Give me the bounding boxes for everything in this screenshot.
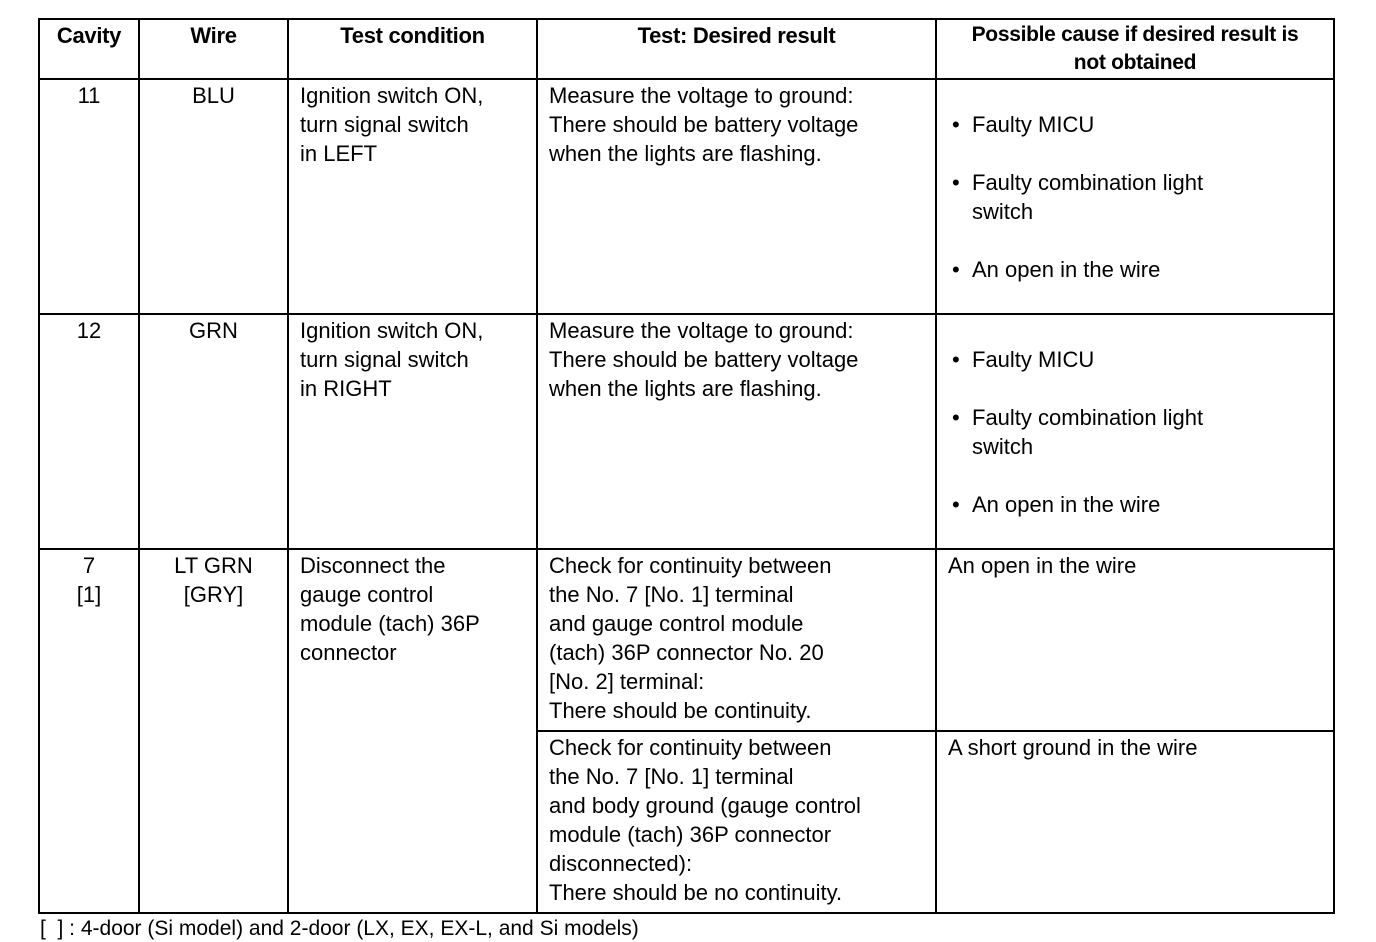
result-cell: Measure the voltage to ground: There sho…	[536, 78, 937, 315]
cause-cell: A short ground in the wire	[935, 730, 1335, 914]
cause-item: Faulty combination light switch	[948, 168, 1333, 226]
cause-item: An open in the wire	[948, 255, 1333, 284]
wire-cell: LT GRN [GRY]	[138, 548, 289, 914]
cause-item: Faulty MICU	[948, 110, 1333, 139]
test-table: Cavity Wire Test condition Test: Desired…	[38, 18, 1335, 914]
result-cell: Check for continuity between the No. 7 […	[536, 730, 937, 914]
wire-cell: BLU	[138, 78, 289, 315]
footnote: [ ] : 4-door (Si model) and 2-door (LX, …	[40, 917, 639, 940]
cavity-cell: 11	[38, 78, 140, 315]
header-possible-cause: Possible cause if desired result is not …	[935, 18, 1335, 80]
result-cell: Measure the voltage to ground: There sho…	[536, 313, 937, 550]
header-desired-result: Test: Desired result	[536, 18, 937, 80]
cavity-cell: 7 [1]	[38, 548, 140, 914]
header-test-condition: Test condition	[287, 18, 538, 80]
result-cell: Check for continuity between the No. 7 […	[536, 548, 937, 732]
table-row: 12 GRN Ignition switch ON, turn signal s…	[38, 313, 1335, 550]
table-row: 7 [1] LT GRN [GRY] Disconnect the gauge …	[38, 548, 1335, 914]
header-cavity: Cavity	[38, 18, 140, 80]
cavity-cell: 12	[38, 313, 140, 550]
wire-cell: GRN	[138, 313, 289, 550]
condition-cell: Ignition switch ON, turn signal switch i…	[287, 313, 538, 550]
cause-item: Faulty combination light switch	[948, 403, 1333, 461]
cause-cell: An open in the wire	[935, 548, 1335, 732]
condition-cell: Disconnect the gauge control module (tac…	[287, 548, 538, 914]
condition-cell: Ignition switch ON, turn signal switch i…	[287, 78, 538, 315]
header-row: Cavity Wire Test condition Test: Desired…	[38, 18, 1335, 80]
header-wire: Wire	[138, 18, 289, 80]
document-body: Cavity Wire Test condition Test: Desired…	[38, 18, 1335, 942]
cause-cell: Faulty MICU Faulty combination light swi…	[935, 313, 1335, 550]
cause-cell: Faulty MICU Faulty combination light swi…	[935, 78, 1335, 315]
cause-item: An open in the wire	[948, 490, 1333, 519]
table-row: 11 BLU Ignition switch ON, turn signal s…	[38, 78, 1335, 315]
cause-item: Faulty MICU	[948, 345, 1333, 374]
